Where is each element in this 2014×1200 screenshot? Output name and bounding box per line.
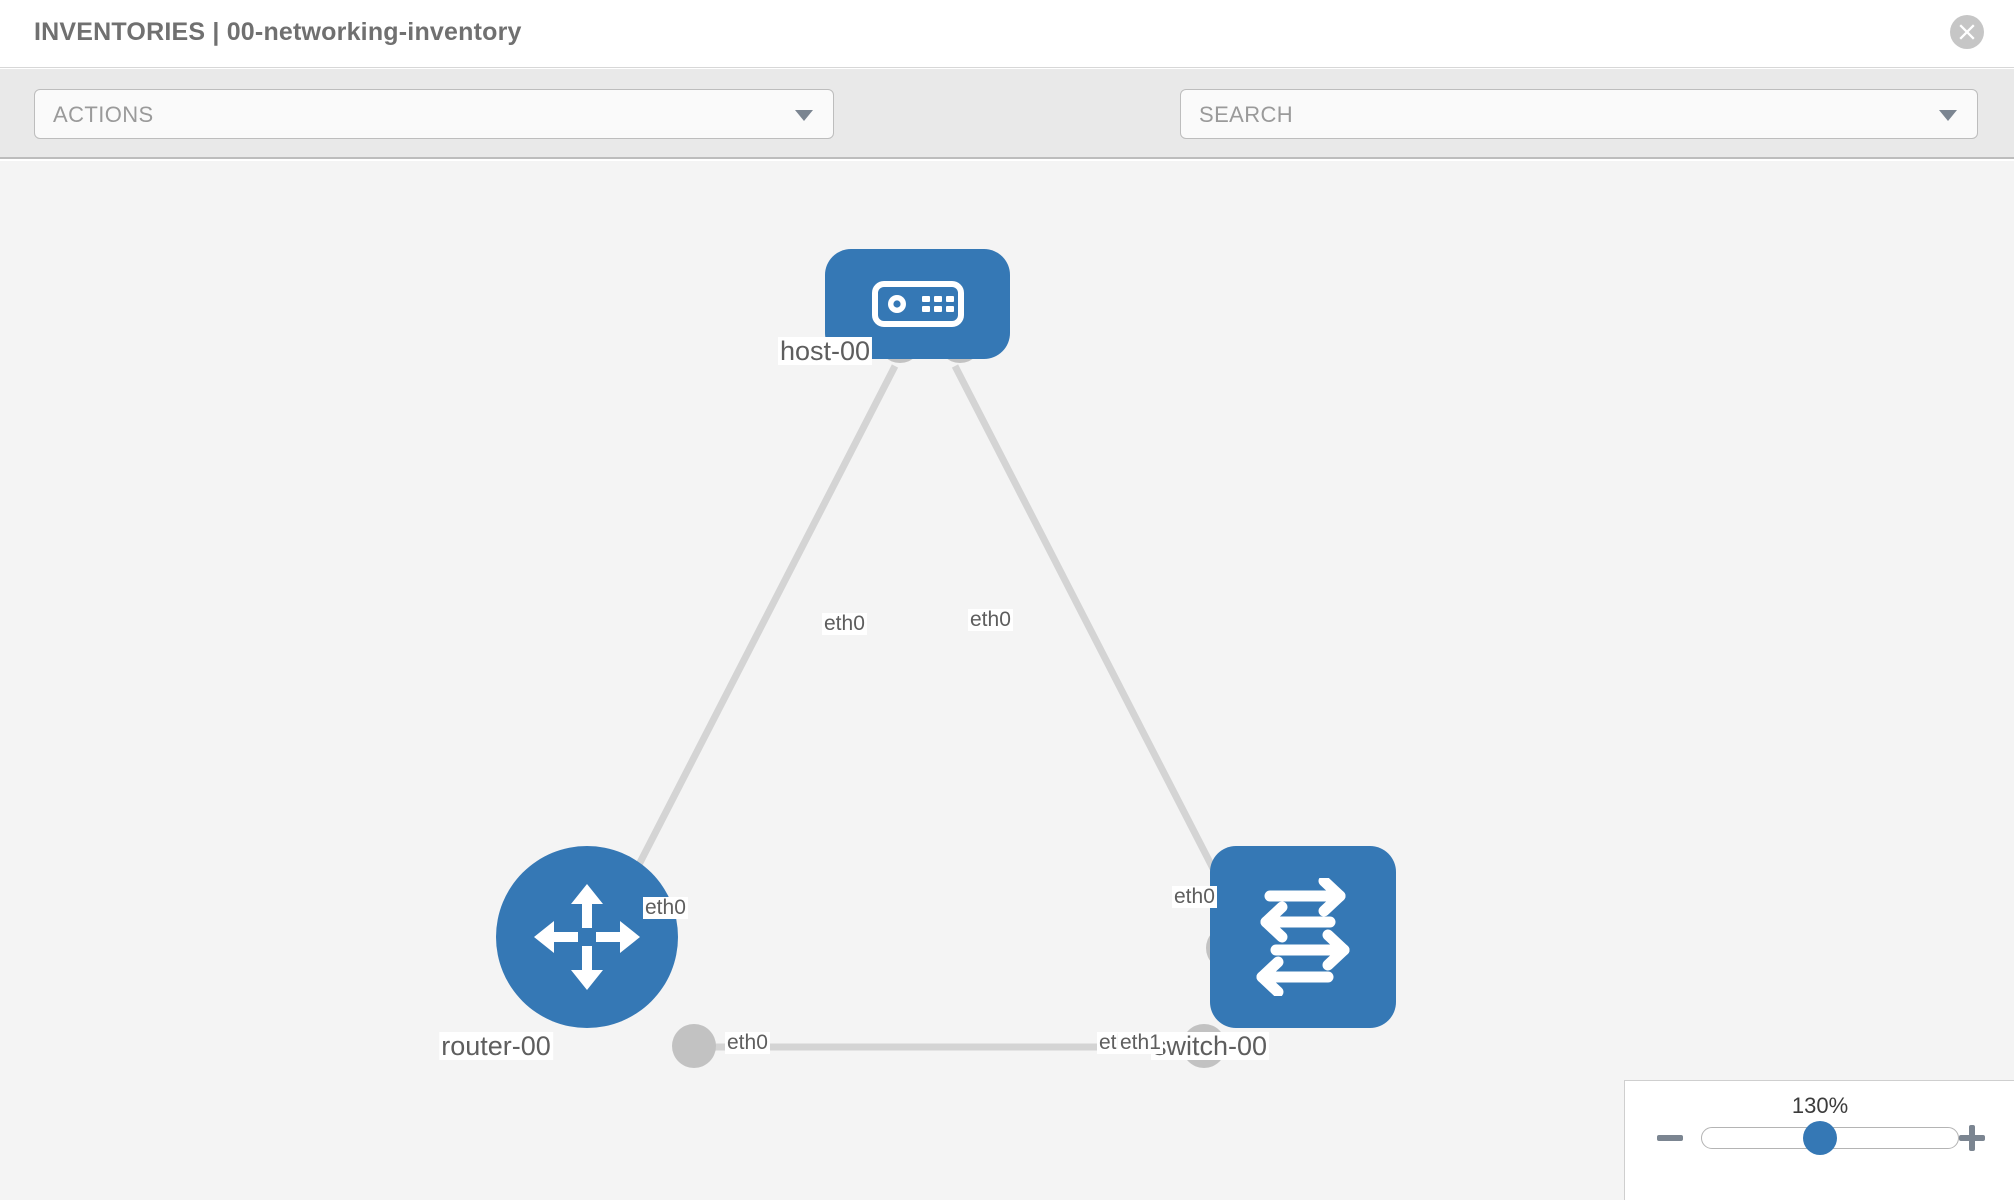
actions-dropdown-label: ACTIONS bbox=[53, 102, 154, 127]
edge-label-switch-upper: eth0 bbox=[1172, 885, 1217, 909]
topology-canvas[interactable]: host-00 router-00 bbox=[0, 161, 2014, 1200]
edge-label-router-right: eth0 bbox=[725, 1031, 770, 1055]
zoom-control-panel: 130% bbox=[1624, 1080, 2014, 1200]
page-title: INVENTORIES | 00-networking-inventory bbox=[34, 18, 522, 46]
edge-label-host-right: eth0 bbox=[968, 608, 1013, 632]
connector-dot-router-right bbox=[672, 1024, 716, 1068]
router-arrows-icon bbox=[534, 884, 640, 990]
switch-arrows-icon bbox=[1256, 878, 1350, 996]
search-placeholder: SEARCH bbox=[1199, 102, 1294, 127]
edge-label-host-left: eth0 bbox=[822, 612, 867, 636]
node-label-host-00: host-00 bbox=[777, 336, 873, 366]
plus-icon[interactable] bbox=[1955, 1121, 1989, 1155]
node-label-router-00: router-00 bbox=[439, 1031, 553, 1061]
page-header: INVENTORIES | 00-networking-inventory bbox=[0, 0, 2014, 68]
chevron-down-icon bbox=[795, 110, 813, 121]
minus-icon[interactable] bbox=[1653, 1121, 1687, 1155]
chevron-down-icon[interactable] bbox=[1939, 110, 1957, 121]
edge-label-router-upper: eth0 bbox=[643, 896, 688, 920]
server-icon bbox=[871, 281, 964, 327]
toolbar: ACTIONS SEARCH bbox=[0, 69, 2014, 199]
zoom-slider-thumb[interactable] bbox=[1803, 1121, 1837, 1155]
search-input[interactable]: SEARCH bbox=[1180, 89, 1978, 139]
router-node-shape bbox=[496, 846, 678, 1028]
switch-node-shape bbox=[1210, 846, 1396, 1028]
close-icon[interactable] bbox=[1950, 15, 1984, 49]
node-label-switch-00: switch-00 bbox=[1150, 1031, 1270, 1061]
edge-label-switch-left-front: eth1 bbox=[1118, 1031, 1163, 1055]
actions-dropdown[interactable]: ACTIONS bbox=[34, 89, 834, 139]
zoom-level-label: 130% bbox=[1791, 1093, 1849, 1118]
